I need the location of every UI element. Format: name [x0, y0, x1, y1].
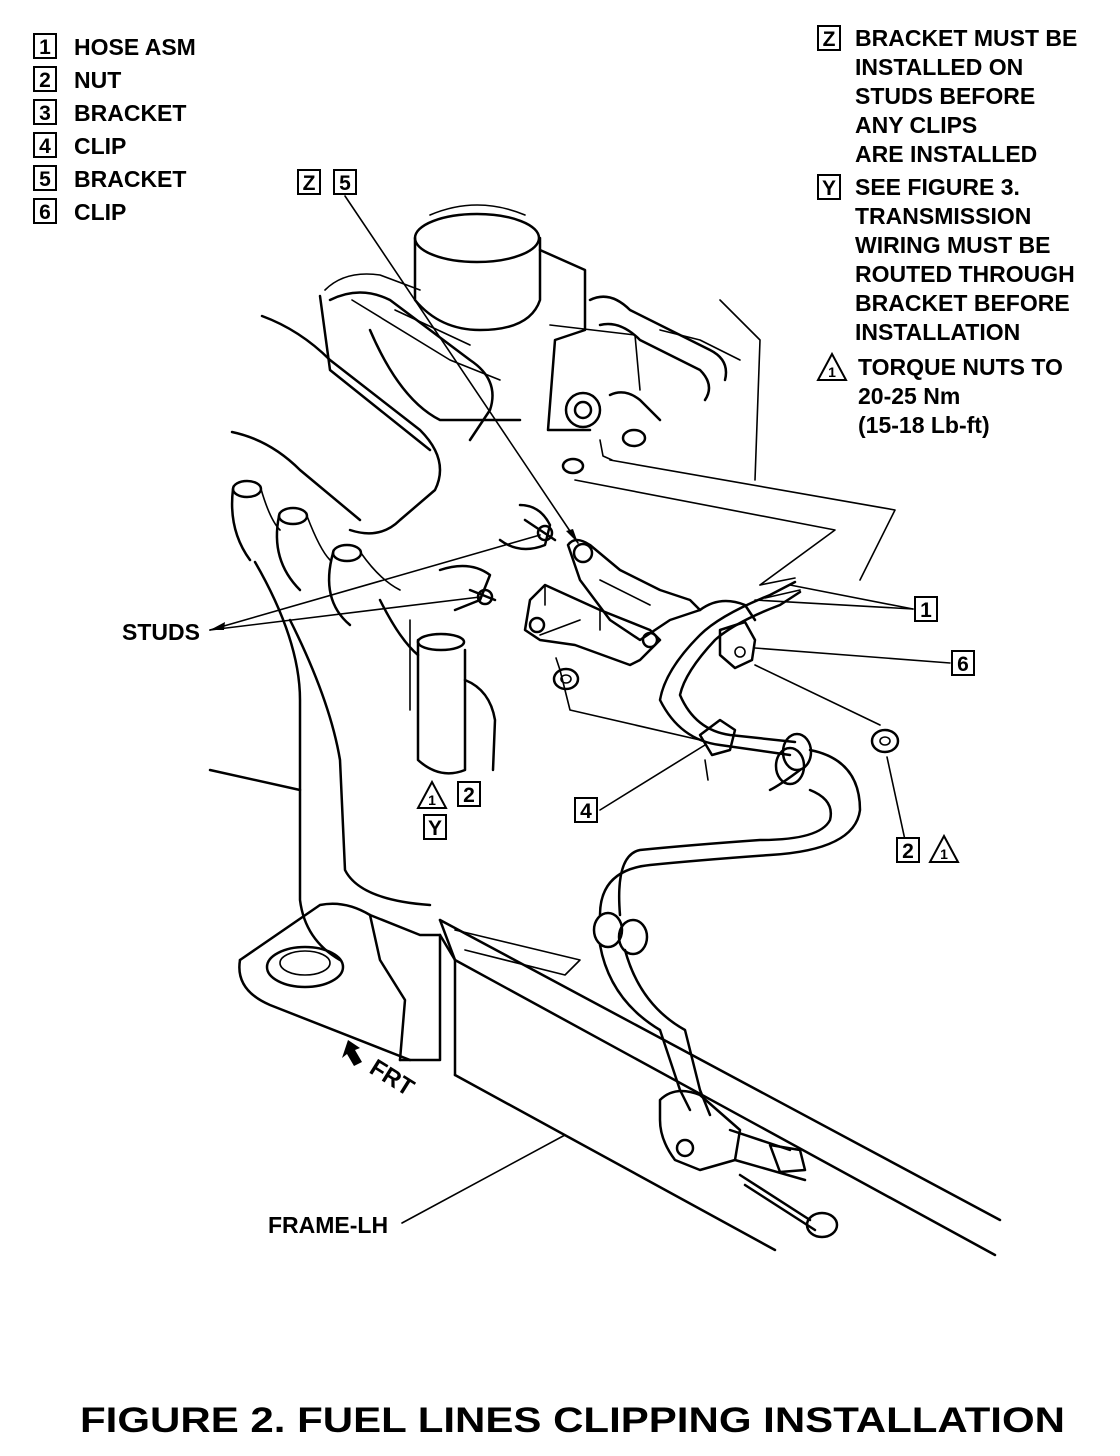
legend-item: 5 BRACKET — [33, 165, 186, 192]
note-line: WIRING MUST BE — [855, 232, 1051, 258]
fuel-line — [623, 948, 712, 1117]
callout-torque-right: 2 1 — [896, 833, 960, 863]
legend-label: BRACKET — [74, 100, 186, 126]
note-y: Y SEE FIGURE 3. TRANSMISSION WIRING MUST… — [817, 174, 1075, 345]
callout-tag: 1 — [428, 792, 436, 808]
legend-number: 2 — [39, 69, 51, 92]
bracket-3 — [523, 583, 662, 667]
fuel-hose — [598, 748, 862, 917]
callout-number: 4 — [580, 800, 592, 823]
callout-number: 5 — [339, 172, 351, 195]
legend-item: 2 NUT — [33, 66, 121, 93]
callout-tag: 1 — [940, 846, 948, 862]
frame-label: FRAME-LH — [268, 1212, 388, 1238]
torque-triangle-icon — [816, 351, 848, 381]
note-line: STUDS BEFORE — [855, 83, 1035, 109]
callout-torque-left: 1 2 Y — [416, 779, 481, 840]
legend-item: 6 CLIP — [33, 198, 126, 225]
bracket-5 — [566, 538, 702, 642]
legend-label: NUT — [74, 67, 121, 93]
note-line: TRANSMISSION — [855, 203, 1031, 229]
legend-number: 4 — [39, 135, 51, 158]
fuel-line — [658, 580, 797, 757]
mount-hole — [265, 945, 345, 989]
frt-label: FRT — [365, 1054, 419, 1102]
engine-illustration — [230, 204, 761, 775]
callout-number: 2 — [463, 784, 475, 807]
callout-6: 6 — [951, 650, 975, 676]
frame-illustration — [208, 560, 1002, 1257]
fuel-hose — [618, 788, 833, 917]
legend-label: BRACKET — [74, 166, 186, 192]
callout-4: 4 — [574, 797, 598, 823]
callout-number: 6 — [957, 653, 969, 676]
note-tag: Z — [823, 28, 836, 51]
note-line: (15-18 Lb-ft) — [858, 412, 990, 438]
clip-6 — [718, 620, 757, 670]
note-torque: 1 TORQUE NUTS TO 20-25 Nm (15-18 Lb-ft) — [816, 351, 1063, 438]
callout-number: 2 — [902, 840, 914, 863]
parts-legend: 1 HOSE ASM 2 NUT 3 BRACKET 4 CLIP 5 BRAC… — [33, 33, 196, 225]
torque-triangle-icon — [928, 833, 960, 863]
note-line: ARE INSTALLED — [855, 141, 1037, 167]
leader-lines — [209, 195, 951, 1224]
legend-item: 4 CLIP — [33, 132, 126, 159]
torque-triangle-icon — [416, 779, 448, 809]
note-line: BRACKET BEFORE — [855, 290, 1070, 316]
end-nut — [805, 1211, 839, 1239]
legend-number: 3 — [39, 102, 51, 125]
callout-1: 1 — [914, 596, 938, 622]
legend-label: CLIP — [74, 133, 126, 159]
lower-bracket — [658, 1089, 742, 1172]
legend-number: 5 — [39, 168, 51, 191]
arrow-icon — [342, 1040, 362, 1066]
callout-z5: Z 5 — [297, 169, 357, 195]
figure-caption: FIGURE 2. FUEL LINES CLIPPING INSTALLATI… — [80, 1401, 1065, 1440]
callout-number: 1 — [920, 599, 932, 622]
note-tag: 1 — [828, 364, 836, 380]
note-line: 20-25 Nm — [858, 383, 960, 409]
callout-tag: Y — [428, 817, 442, 840]
note-line: SEE FIGURE 3. — [855, 174, 1020, 200]
note-line: BRACKET MUST BE — [855, 25, 1077, 51]
clip-4 — [698, 718, 737, 757]
legend-label: CLIP — [74, 199, 126, 225]
fuel-line — [678, 590, 802, 744]
note-tag: Y — [822, 177, 836, 200]
nut — [552, 667, 580, 691]
oil-cap — [413, 212, 541, 264]
note-line: INSTALLATION — [855, 319, 1020, 345]
note-line: ROUTED THROUGH — [855, 261, 1075, 287]
legend-number: 1 — [39, 36, 51, 59]
nut — [870, 728, 900, 754]
legend-item: 1 HOSE ASM — [33, 33, 196, 60]
bracket-assembly — [468, 518, 900, 781]
note-line: TORQUE NUTS TO — [858, 354, 1063, 380]
fuel-lines — [592, 577, 862, 1239]
legend-label: HOSE ASM — [74, 34, 196, 60]
note-line: ANY CLIPS — [855, 112, 977, 138]
note-line: INSTALLED ON — [855, 54, 1023, 80]
fuel-line — [598, 943, 692, 1112]
legend-number: 6 — [39, 201, 51, 224]
note-z: Z BRACKET MUST BE INSTALLED ON STUDS BEF… — [817, 25, 1077, 167]
callout-tag: Z — [303, 172, 316, 195]
studs-label: STUDS — [122, 619, 200, 645]
legend-item: 3 BRACKET — [33, 99, 186, 126]
